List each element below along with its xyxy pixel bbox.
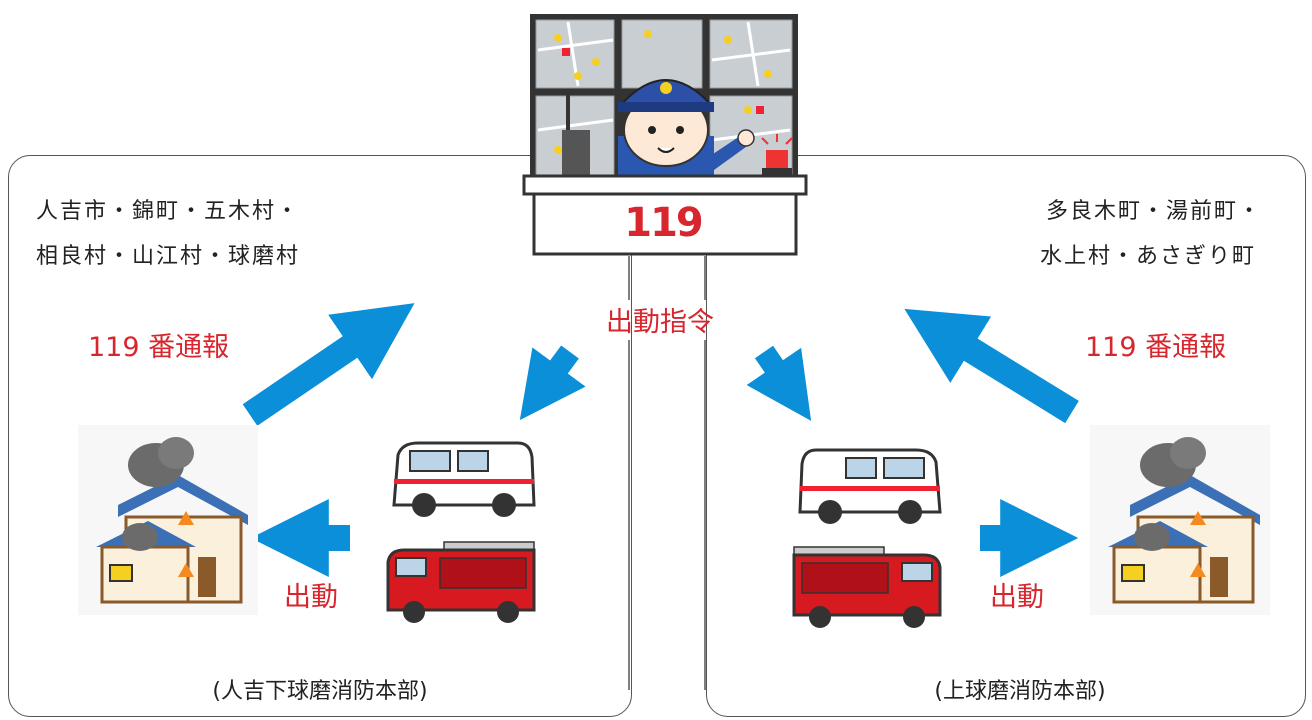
alarm-light [766, 150, 788, 170]
operator-figure [617, 79, 755, 182]
dispatch-center-illustration: 119 [518, 10, 808, 260]
right-municipalities-line1: 多良木町・湯前町・ [1046, 199, 1263, 224]
radio-device [562, 130, 590, 176]
right-fire-truck-illustration [792, 546, 942, 628]
left-report-label: 119 番通報 [88, 332, 230, 363]
left-report-arrow [242, 303, 415, 426]
left-municipalities-line1: 人吉市・錦町・五木村・ [36, 199, 301, 224]
right-area-caption: (上球磨消防本部) [934, 679, 1106, 704]
left-command-arrow [519, 345, 586, 421]
left-dispatch-label: 出動 [284, 582, 338, 613]
left-municipalities-line2: 相良村・山江村・球磨村 [36, 244, 301, 269]
right-municipalities-line2: 水上村・あさぎり町 [1040, 244, 1257, 269]
left-burning-house-illustration [78, 425, 258, 615]
dispatch-center-graphic [522, 14, 808, 256]
right-dispatch-label: 出動 [990, 582, 1044, 613]
left-area-caption: (人吉下球磨消防本部) [212, 679, 428, 704]
left-ambulance-illustration [392, 441, 536, 517]
right-report-arrow [904, 308, 1079, 424]
right-ambulance-illustration [798, 448, 942, 524]
left-fire-truck-illustration [386, 541, 536, 623]
center-number: 119 [624, 200, 704, 246]
right-burning-house-illustration [1090, 425, 1270, 615]
right-command-arrow [746, 345, 812, 421]
dispatch-command-label: 出動指令 [606, 307, 714, 338]
right-report-label: 119 番通報 [1085, 332, 1227, 363]
desk-front [532, 192, 798, 256]
